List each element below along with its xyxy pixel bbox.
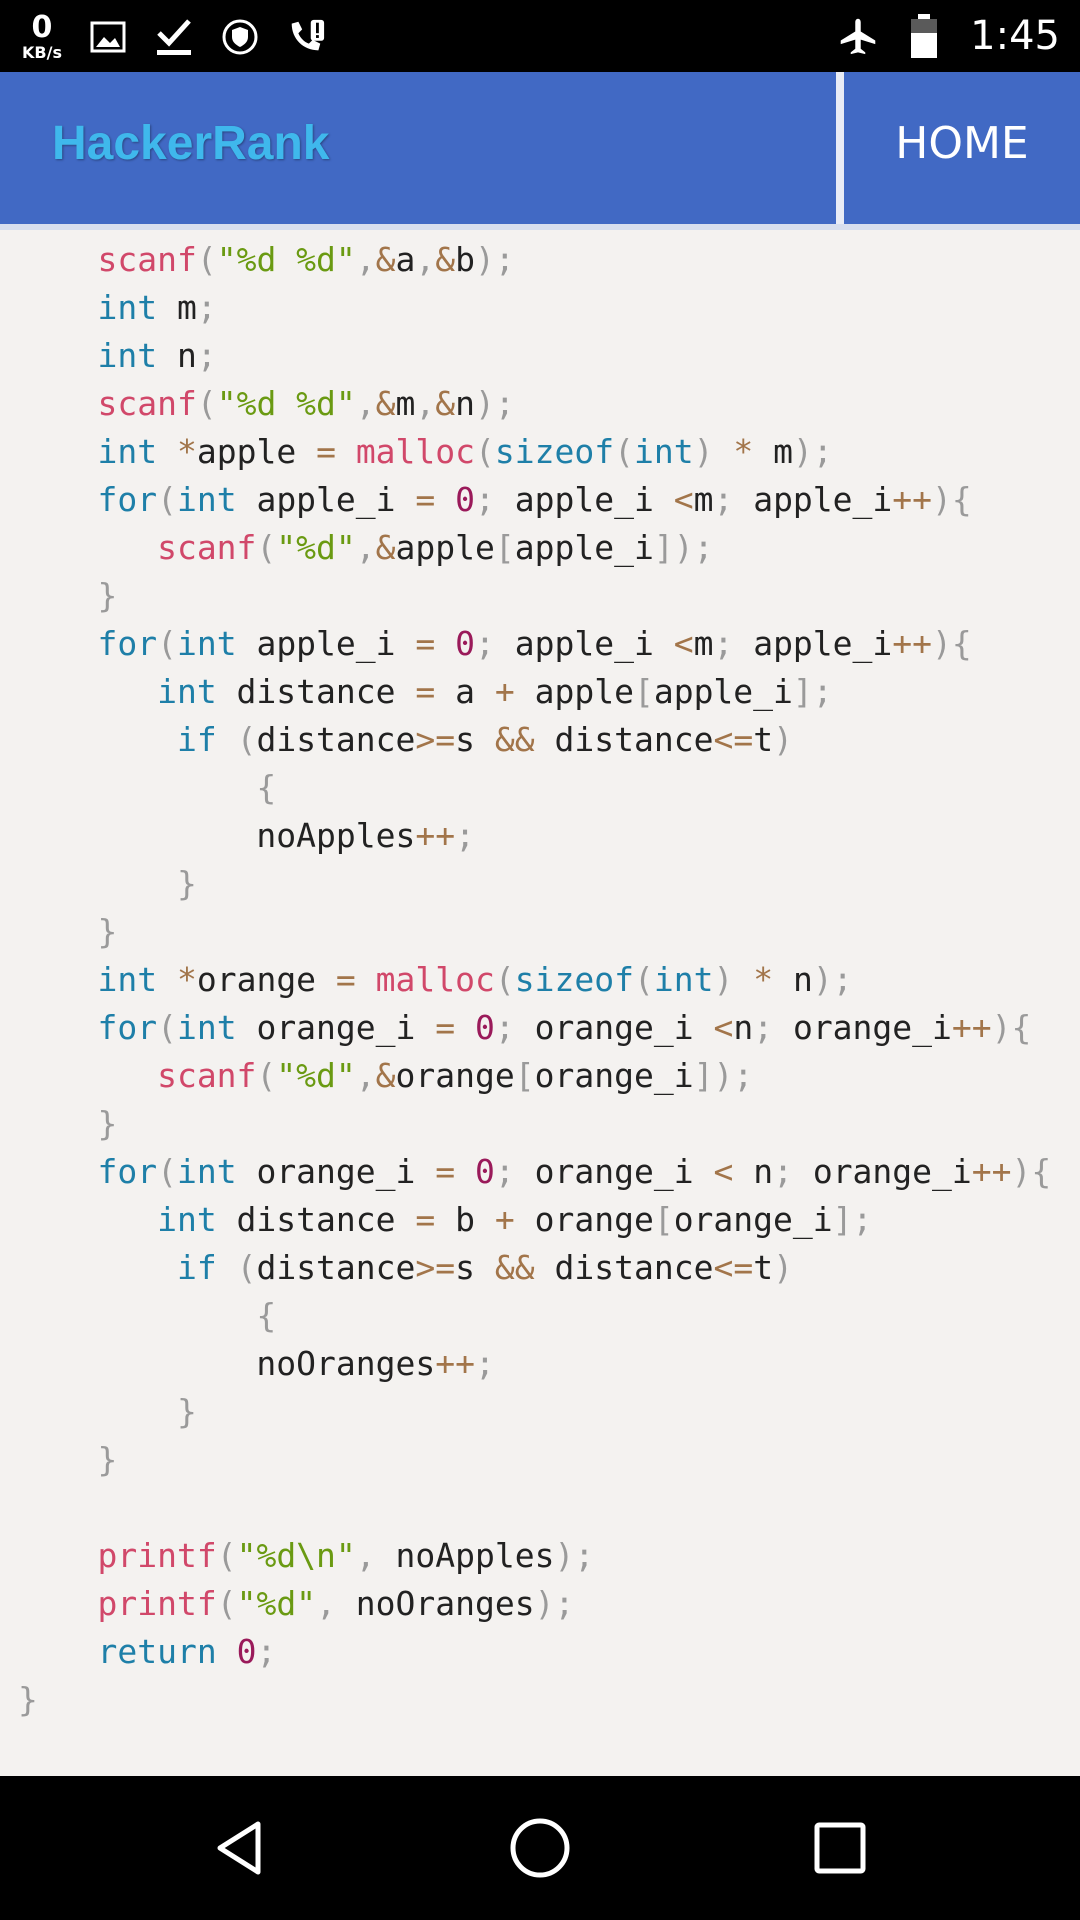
back-icon[interactable] xyxy=(180,1776,300,1920)
code-line: printf("%d\n", noApples); xyxy=(97,1536,595,1575)
code-line: scanf("%d",&orange[orange_i]); xyxy=(157,1056,754,1095)
app-bar-divider xyxy=(836,72,844,224)
status-right: 1:45 xyxy=(838,0,1060,72)
status-left: 0 KB/s xyxy=(22,6,326,68)
code-line: int n; xyxy=(97,336,217,375)
network-speed-unit: KB/s xyxy=(22,43,62,62)
code-line: } xyxy=(97,912,118,951)
code-line: } xyxy=(97,1104,118,1143)
airplane-mode-icon xyxy=(838,16,878,56)
app-bar: HackerRank HOME xyxy=(0,72,1080,224)
battery-icon xyxy=(904,14,944,58)
code-line: int *apple = malloc(sizeof(int) * m); xyxy=(97,432,833,471)
code-line: for(int orange_i = 0; orange_i < n; oran… xyxy=(97,1152,1052,1191)
app-title: HackerRank xyxy=(52,117,330,170)
code-line: int distance = a + apple[apple_i]; xyxy=(157,672,833,711)
code-line: { xyxy=(256,1296,277,1335)
home-circle-icon[interactable] xyxy=(480,1776,600,1920)
home-button[interactable]: HOME xyxy=(895,118,1029,169)
missed-call-icon xyxy=(286,17,326,57)
code-line: if (distance>=s && distance<=t) xyxy=(176,720,793,759)
code-line: printf("%d", noOranges); xyxy=(97,1584,575,1623)
download-done-icon xyxy=(154,17,194,57)
status-bar: 0 KB/s 1:45 xyxy=(0,0,1080,72)
code-line: for(int orange_i = 0; orange_i <n; orang… xyxy=(97,1008,1032,1047)
code-line: } xyxy=(18,1680,38,1719)
image-icon xyxy=(88,17,128,57)
network-speed-value: 0 xyxy=(31,10,53,45)
code-line: for(int apple_i = 0; apple_i <m; apple_i… xyxy=(97,480,972,519)
code-line: scanf("%d %d",&a,&b); xyxy=(97,240,515,279)
code-line: return 0; xyxy=(97,1632,277,1671)
code-view: scanf("%d %d",&a,&b); int m; int n; scan… xyxy=(0,236,1080,1776)
navigation-bar xyxy=(0,1776,1080,1920)
code-line: } xyxy=(97,1440,118,1479)
code-line: if (distance>=s && distance<=t) xyxy=(176,1248,793,1287)
code-line: for(int apple_i = 0; apple_i <m; apple_i… xyxy=(97,624,972,663)
status-clock: 1:45 xyxy=(970,13,1060,59)
code-line: } xyxy=(97,576,118,615)
recents-square-icon[interactable] xyxy=(780,1776,900,1920)
code-line: noOranges++; xyxy=(18,1344,495,1383)
code-line: scanf("%d",&apple[apple_i]); xyxy=(157,528,714,567)
code-line: int m; xyxy=(97,288,217,327)
code-line: noApples++; xyxy=(18,816,475,855)
code-line: { xyxy=(256,768,277,807)
vpn-shield-icon xyxy=(220,17,260,57)
code-line: int *orange = malloc(sizeof(int) * n); xyxy=(97,960,853,999)
code-line: scanf("%d %d",&m,&n); xyxy=(97,384,515,423)
app-bar-shadow xyxy=(0,224,1080,230)
network-speed: 0 KB/s xyxy=(22,13,62,61)
code-line: } xyxy=(176,1392,197,1431)
code-line: int distance = b + orange[orange_i]; xyxy=(157,1200,873,1239)
code-line: } xyxy=(176,864,197,903)
